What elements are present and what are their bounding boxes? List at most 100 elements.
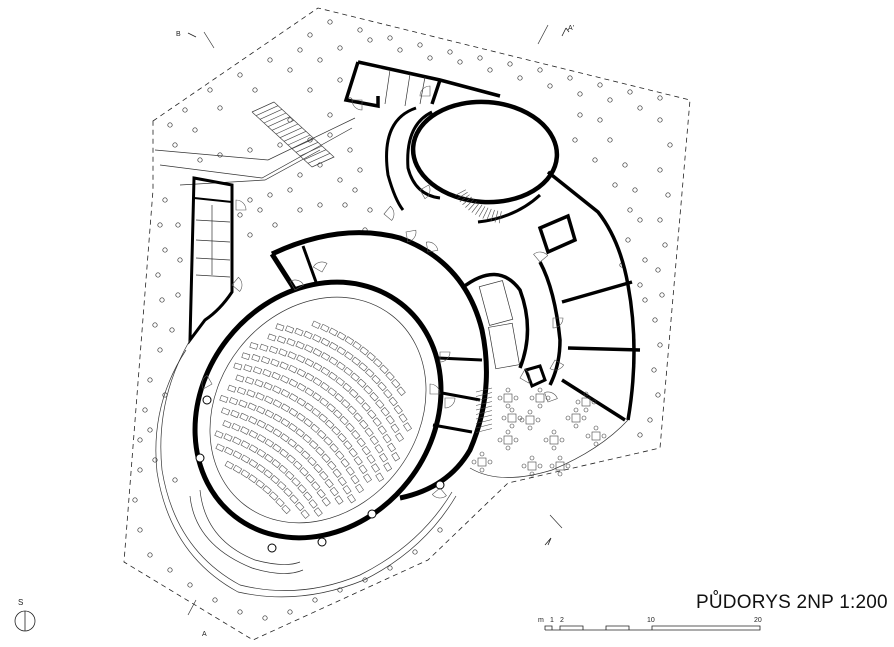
seat-icon bbox=[348, 447, 358, 458]
seat-icon bbox=[240, 454, 251, 464]
seat-icon bbox=[280, 403, 291, 413]
tree-icon bbox=[447, 49, 453, 55]
seat-icon bbox=[396, 386, 406, 396]
seat-icon bbox=[357, 378, 367, 388]
tree-icon bbox=[577, 91, 583, 97]
tree-icon bbox=[137, 527, 143, 533]
seat-icon bbox=[251, 354, 261, 362]
tree-icon bbox=[287, 187, 293, 193]
seat-icon bbox=[331, 426, 341, 436]
tree-icon bbox=[157, 347, 163, 353]
table-set-icon bbox=[521, 455, 543, 477]
tree-icon bbox=[207, 87, 213, 93]
seat-icon bbox=[240, 440, 250, 449]
seat-icon bbox=[383, 389, 393, 399]
tree-icon bbox=[172, 477, 178, 483]
seat-icon bbox=[240, 469, 251, 479]
tree-icon bbox=[247, 147, 253, 153]
seat-icon bbox=[342, 485, 352, 495]
tree-icon bbox=[607, 137, 613, 143]
seat-icon bbox=[281, 504, 291, 515]
seat-icon bbox=[312, 334, 322, 343]
tree-icon bbox=[477, 55, 483, 61]
door-swing-icon bbox=[419, 184, 431, 200]
seat-icon bbox=[219, 395, 229, 403]
seat-icon bbox=[341, 399, 351, 409]
door-swing-icon bbox=[419, 85, 431, 97]
seat-icon bbox=[350, 474, 360, 485]
door-swing-icon bbox=[383, 205, 395, 221]
door-swing-icon bbox=[425, 241, 439, 253]
seat-icon bbox=[385, 371, 395, 381]
tree-icon bbox=[237, 72, 243, 78]
seat-icon bbox=[223, 433, 233, 442]
seat-icon bbox=[264, 423, 275, 433]
door-swing-icon bbox=[519, 368, 531, 384]
scale-label-20: 20 bbox=[754, 617, 762, 624]
tree-icon bbox=[142, 407, 148, 413]
stair-icon bbox=[471, 202, 480, 213]
tree-icon bbox=[397, 47, 403, 53]
door-swing-icon bbox=[444, 397, 456, 409]
tree-icon bbox=[627, 89, 633, 95]
seat-icon bbox=[388, 396, 398, 407]
seat-icon bbox=[280, 375, 290, 384]
seat-icon bbox=[233, 362, 243, 371]
seat-icon bbox=[294, 444, 304, 454]
table-set-icon bbox=[529, 387, 551, 409]
seat-icon bbox=[359, 419, 369, 430]
tree-icon bbox=[637, 282, 643, 288]
seat-icon bbox=[356, 437, 366, 448]
seat-icon bbox=[323, 436, 333, 446]
seat-icon bbox=[299, 467, 309, 477]
seat-icon bbox=[310, 423, 320, 433]
stair-icon bbox=[494, 210, 499, 223]
seat-icon bbox=[304, 358, 315, 367]
door-swing-icon bbox=[201, 374, 213, 390]
column-icon bbox=[367, 509, 377, 519]
door-swing-icon bbox=[289, 279, 305, 291]
columns bbox=[195, 395, 445, 553]
seat-icon bbox=[382, 433, 392, 444]
seat-icon bbox=[313, 507, 323, 517]
tree-icon bbox=[297, 207, 303, 213]
seat-icon bbox=[270, 358, 280, 367]
seat-icon bbox=[280, 418, 291, 428]
seat-icon bbox=[232, 450, 242, 460]
stair-icon bbox=[267, 116, 291, 127]
seat-icon bbox=[259, 343, 269, 352]
stair-icon bbox=[475, 396, 493, 402]
section-mark-a: A bbox=[187, 514, 563, 638]
seat-icon bbox=[325, 419, 335, 429]
seat-icon bbox=[246, 389, 256, 398]
seat-icon bbox=[309, 440, 319, 450]
scale-label-10: 10 bbox=[647, 617, 655, 624]
stair-icon bbox=[457, 192, 468, 199]
seat-icon bbox=[352, 341, 362, 351]
seat-icon bbox=[321, 453, 331, 463]
tree-icon bbox=[155, 272, 161, 278]
scale-label-2: 2 bbox=[560, 617, 564, 624]
door-swing-icon bbox=[552, 317, 564, 329]
seat-icon bbox=[377, 425, 387, 435]
tree-icon bbox=[262, 615, 268, 621]
seat-icon bbox=[248, 416, 258, 425]
seat-icon bbox=[238, 399, 248, 408]
seat-icon bbox=[340, 458, 350, 468]
seat-icon bbox=[355, 395, 365, 405]
seat-icon bbox=[335, 377, 345, 387]
stair-icon bbox=[275, 123, 299, 135]
seat-icon bbox=[385, 415, 395, 425]
seat-icon bbox=[319, 471, 329, 481]
seat-icon bbox=[264, 409, 275, 419]
seat-icon bbox=[303, 330, 313, 340]
tree-icon bbox=[297, 172, 303, 178]
tree-icon bbox=[137, 437, 143, 443]
seat-icon bbox=[293, 460, 303, 470]
seat-icon bbox=[320, 323, 330, 333]
table-set-icon bbox=[565, 407, 587, 429]
scale-bar bbox=[544, 625, 761, 631]
table-set-icon bbox=[497, 387, 519, 409]
stair-icon bbox=[459, 194, 470, 202]
seat-icon bbox=[358, 362, 368, 372]
